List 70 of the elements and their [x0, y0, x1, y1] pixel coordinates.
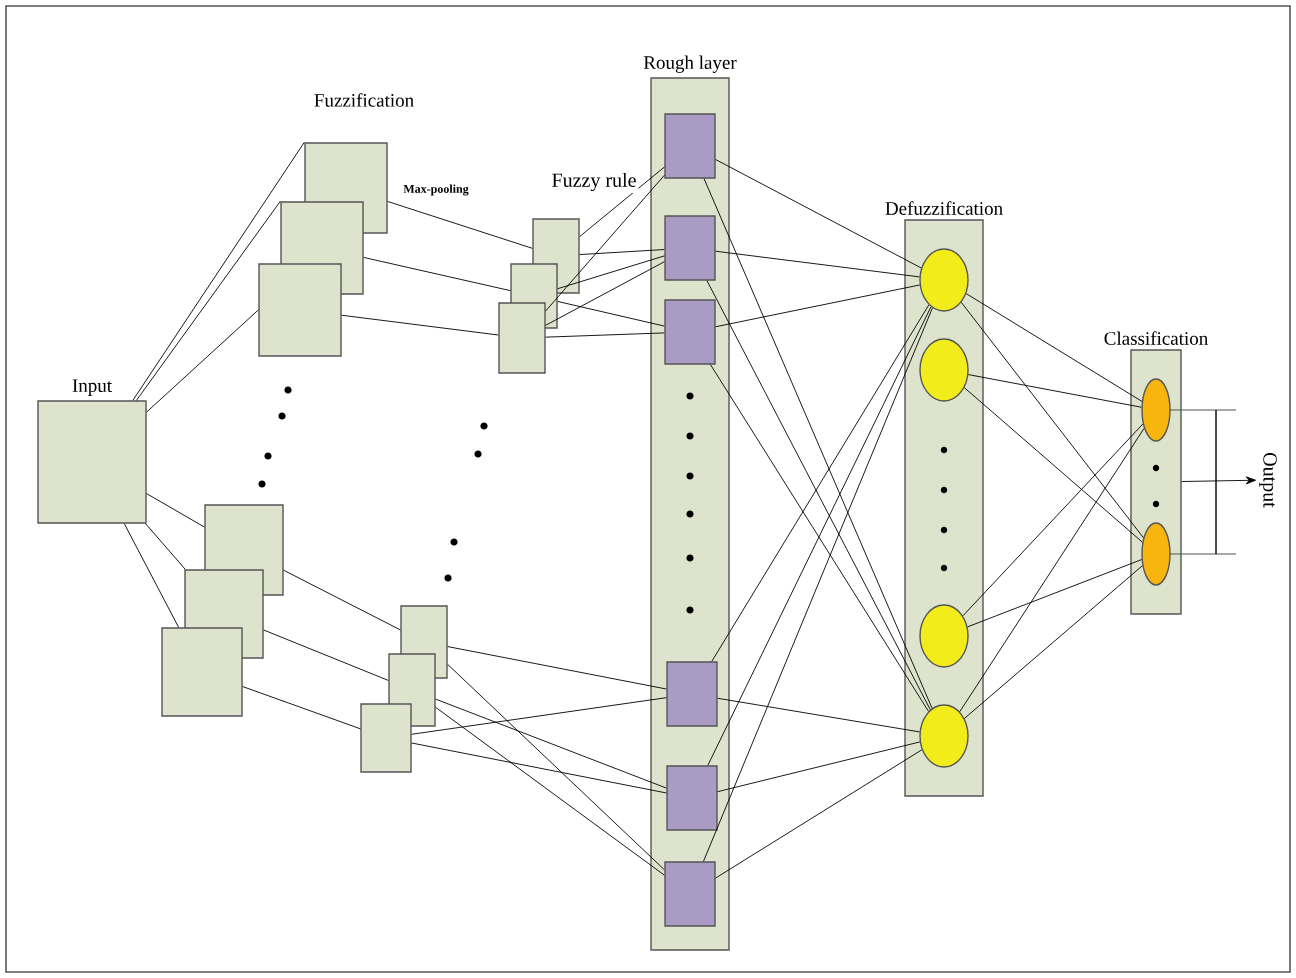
connector — [1181, 476, 1256, 485]
connector — [710, 364, 929, 712]
node-label: Defuzzification — [885, 201, 1003, 215]
connector — [715, 749, 923, 879]
output-label: Output — [1259, 453, 1277, 508]
connector — [968, 374, 1142, 408]
defuzzification-circle — [919, 248, 969, 312]
classification-circle — [1141, 378, 1171, 442]
connector — [435, 698, 667, 789]
connector — [703, 307, 933, 862]
rough-square — [666, 661, 718, 727]
connector — [717, 741, 921, 793]
rough-square — [666, 765, 718, 831]
connector — [411, 697, 667, 735]
connector — [363, 257, 511, 292]
feature-map — [360, 703, 412, 773]
connector — [715, 284, 921, 328]
feature-map — [258, 263, 342, 357]
connector — [545, 261, 665, 326]
rough-square — [664, 861, 716, 927]
connector — [263, 629, 389, 681]
connector — [579, 166, 665, 237]
connector — [123, 523, 180, 628]
rough-square — [664, 299, 716, 365]
defuzzification-circle — [919, 704, 969, 768]
layer-heading: Fuzzy rule — [549, 170, 639, 194]
connector — [964, 387, 1143, 543]
connector — [146, 309, 259, 413]
connector — [341, 314, 499, 336]
classification-circle — [1141, 522, 1171, 586]
connector — [959, 427, 1145, 713]
connector — [283, 569, 401, 631]
feature-map — [161, 627, 243, 717]
node-label: Classification — [1104, 331, 1208, 345]
connector — [715, 250, 920, 278]
connector — [962, 423, 1144, 617]
connector — [146, 493, 205, 528]
connector — [703, 178, 933, 709]
connector — [965, 293, 1143, 402]
node-label: Input — [72, 379, 112, 396]
defuzzification-circle — [919, 338, 969, 402]
connector — [960, 302, 1144, 539]
connector — [145, 523, 186, 570]
connector — [411, 742, 667, 794]
layer-heading: Fuzzification — [311, 91, 417, 109]
connector — [967, 559, 1142, 628]
connector — [447, 663, 665, 871]
feature-map — [498, 302, 546, 374]
connector — [557, 301, 665, 327]
connector — [579, 249, 665, 256]
input-box: Input — [37, 379, 147, 524]
connector — [715, 159, 922, 269]
connector — [447, 646, 667, 690]
defuzzification-circle — [919, 604, 969, 668]
connector — [136, 200, 281, 401]
connector — [387, 201, 533, 249]
rough-square — [664, 215, 716, 281]
connector — [132, 141, 305, 401]
connector — [242, 686, 361, 730]
connector — [711, 304, 930, 662]
rough-square — [664, 113, 716, 179]
connector — [964, 565, 1143, 719]
connector — [557, 255, 665, 290]
node-label: Rough layer — [643, 55, 737, 73]
connector — [707, 306, 932, 766]
connector — [435, 706, 665, 876]
connector — [545, 332, 665, 338]
connector — [706, 280, 931, 711]
connector — [545, 174, 665, 312]
connector — [717, 697, 920, 733]
